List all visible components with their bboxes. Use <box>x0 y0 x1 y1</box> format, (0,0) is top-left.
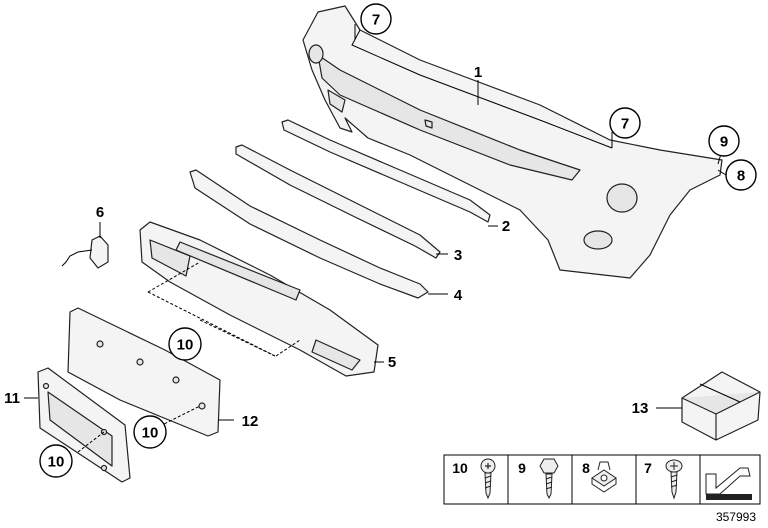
bumper-cover <box>302 5 723 279</box>
callout-10-holder: 10 <box>39 444 73 478</box>
callout-5: 5 <box>388 354 396 371</box>
svg-text:7: 7 <box>621 116 629 133</box>
licence-plate-holder <box>37 367 131 483</box>
lower-grille <box>139 221 379 377</box>
middle-trim-strip <box>235 144 441 259</box>
svg-text:10: 10 <box>142 425 159 442</box>
clip-nut-icon <box>591 461 617 493</box>
callout-10-grille: 10 <box>168 327 202 361</box>
callout-10-plate: 10 <box>133 415 167 449</box>
lower-trim-strip <box>189 169 429 299</box>
bracket-arrow-icon <box>705 467 752 500</box>
tow-hook-cap <box>61 235 109 269</box>
callout-3: 3 <box>454 247 462 264</box>
catalog-number: 357993 <box>716 510 756 524</box>
svg-text:10: 10 <box>48 454 65 471</box>
svg-text:9: 9 <box>720 134 728 151</box>
svg-text:8: 8 <box>582 460 590 476</box>
svg-text:10: 10 <box>177 337 194 354</box>
callout-11: 11 <box>4 390 20 407</box>
self-tapping-screw-icon <box>665 459 683 500</box>
leader-lines <box>24 24 727 453</box>
legend-item-10: 10 <box>452 458 496 500</box>
callout-7-top: 7 <box>360 3 392 35</box>
callout-9: 9 <box>708 125 740 157</box>
mounting-kit-box <box>681 371 761 441</box>
svg-text:8: 8 <box>737 168 745 185</box>
callout-8: 8 <box>725 159 757 191</box>
callout-2: 2 <box>502 218 510 235</box>
torx-screw-icon <box>480 458 496 500</box>
svg-text:10: 10 <box>452 460 468 476</box>
legend-item-9: 9 <box>518 458 559 500</box>
callout-13: 13 <box>632 400 649 417</box>
svg-text:7: 7 <box>372 12 380 29</box>
svg-text:7: 7 <box>644 460 652 476</box>
callout-6: 6 <box>96 204 104 221</box>
licence-plate-base <box>67 307 221 437</box>
callout-4: 4 <box>454 287 463 304</box>
hex-bolt-icon <box>539 458 559 500</box>
upper-trim-strip <box>281 119 491 223</box>
callout-1: 1 <box>474 64 482 81</box>
callout-7-right: 7 <box>609 107 641 139</box>
callout-12: 12 <box>242 413 259 430</box>
fastener-legend: 10 9 8 7 <box>443 454 761 505</box>
svg-text:9: 9 <box>518 460 526 476</box>
legend-item-8: 8 <box>582 460 617 493</box>
legend-item-7: 7 <box>644 459 683 500</box>
